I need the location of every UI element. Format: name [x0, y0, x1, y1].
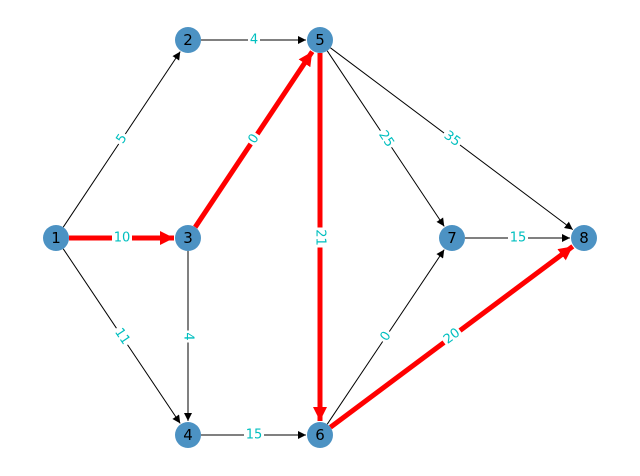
edge-label-background: [180, 330, 196, 343]
edge-label-background: [439, 126, 465, 152]
edge-label-background: [248, 32, 260, 48]
node-label: 8: [579, 229, 589, 247]
node-label: 4: [183, 426, 193, 444]
edge-label-background: [376, 327, 396, 346]
node-circle: [175, 225, 201, 251]
node-label: 2: [183, 31, 193, 49]
node-5: 5: [307, 27, 333, 53]
edge-label-background: [312, 227, 328, 248]
edge-weight-text: 4: [181, 332, 196, 340]
node-circle: [307, 27, 333, 53]
edge-label-background: [112, 230, 132, 246]
edge-label-4-6: 15: [244, 427, 264, 443]
edge-label-background: [244, 427, 264, 443]
edge-label-5-8: 35: [439, 126, 465, 152]
edge-weight-text: 15: [510, 231, 527, 246]
node-8: 8: [571, 225, 597, 251]
node-circle: [175, 27, 201, 53]
edge-weight-text: 25: [375, 128, 397, 150]
edge-label-6-7: 0: [376, 327, 396, 346]
edge-weight-text: 4: [250, 33, 258, 48]
edge-label-background: [244, 129, 264, 149]
edge-label-3-4: 4: [180, 330, 196, 343]
node-circle: [43, 225, 69, 251]
node-1: 1: [43, 225, 69, 251]
node-circle: [439, 225, 465, 251]
edge-label-background: [508, 230, 528, 246]
edge-label-2-5: 4: [248, 32, 260, 48]
node-label: 3: [183, 229, 193, 247]
edge-weight-text: 15: [246, 428, 263, 443]
edge-label-background: [112, 129, 132, 149]
edge-label-5-6: 21: [312, 227, 328, 248]
edge-label-5-7: 25: [373, 126, 399, 152]
edge-label-7-8: 15: [508, 230, 528, 246]
node-circle: [571, 225, 597, 251]
node-3: 3: [175, 225, 201, 251]
edge-label-background: [109, 323, 135, 350]
edge-weight-text: 11: [111, 325, 133, 347]
node-7: 7: [439, 225, 465, 251]
node-6: 6: [307, 422, 333, 448]
edge-weight-text: 21: [313, 229, 328, 246]
node-label: 7: [447, 229, 457, 247]
edge-weight-text: 10: [114, 231, 131, 246]
edge-label-3-5: 0: [244, 129, 264, 149]
edge-label-1-4: 11: [109, 323, 135, 350]
node-label: 5: [315, 31, 325, 49]
edge-label-1-2: 5: [112, 129, 132, 149]
edge-label-background: [373, 126, 399, 152]
edge-label-6-8: 20: [439, 324, 465, 349]
node-circle: [175, 422, 201, 448]
node-label: 6: [315, 426, 325, 444]
node-circle: [307, 422, 333, 448]
nodes-layer: 1 2 3 4 5 6 7 8: [43, 27, 597, 448]
edge-label-1-3: 10: [112, 230, 132, 246]
node-4: 4: [175, 422, 201, 448]
edge-weight-text: 35: [441, 128, 463, 150]
edge-label-background: [439, 324, 465, 349]
node-2: 2: [175, 27, 201, 53]
node-label: 1: [51, 229, 61, 247]
